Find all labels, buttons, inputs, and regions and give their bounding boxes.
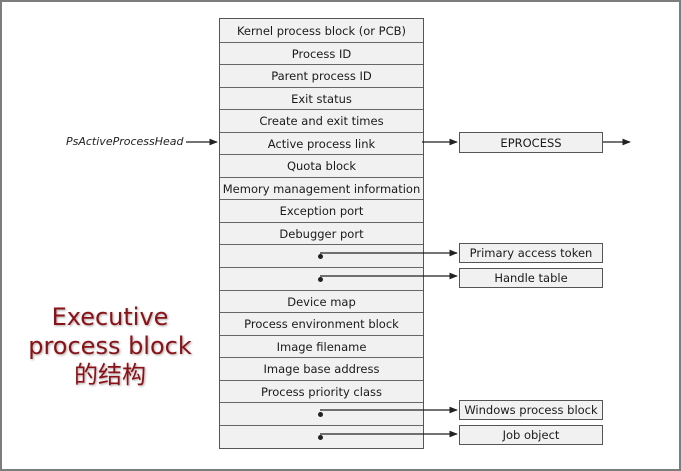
field-label: Device map (287, 294, 356, 309)
field-label: Process priority class (261, 384, 382, 399)
handle-table-box: Handle table (459, 268, 603, 288)
field-access-token-pointer (220, 244, 423, 267)
field-label: Quota block (286, 159, 357, 173)
field-label: Image base address (263, 362, 380, 376)
field-label: Image filename (276, 339, 367, 354)
job-object-box: Job object (459, 425, 603, 445)
field-label: Memory management information (222, 181, 421, 196)
field-job-object-pointer (220, 425, 423, 448)
field-debugger-port: Debugger port (220, 222, 423, 244)
primary-access-token-box: Primary access token (459, 243, 603, 263)
caption-line-2: process block (28, 332, 192, 360)
field-label: Active process link (267, 136, 376, 151)
pointer-dot-icon (318, 411, 323, 417)
field-label: Debugger port (279, 226, 364, 241)
field-label: Parent process ID (271, 69, 372, 83)
field-label: Process ID (291, 46, 352, 61)
field-memory-management-info: Memory management information (220, 177, 423, 199)
field-create-exit-times: Create and exit times (220, 109, 423, 132)
field-parent-process-id: Parent process ID (220, 64, 423, 87)
field-label: Kernel process block (or PCB) (236, 23, 407, 38)
field-handle-table-pointer (220, 267, 423, 290)
field-label: Exit status (291, 91, 352, 106)
field-label: Create and exit times (259, 114, 384, 128)
field-exception-port: Exception port (220, 199, 423, 222)
ps-active-process-head-label: PsActiveProcessHead (66, 135, 184, 148)
caption-line-3: 的结构 (74, 361, 146, 389)
box-label: Primary access token (469, 246, 593, 260)
field-label: Process environment block (244, 317, 399, 331)
pointer-dot-icon (318, 276, 323, 282)
box-label: Job object (502, 428, 560, 442)
pointer-dot-icon (318, 253, 323, 259)
diagram-caption: Executive process block 的结构 (24, 303, 196, 390)
field-windows-process-block-pointer (220, 402, 423, 425)
field-active-process-link: Active process link (220, 132, 423, 154)
field-label: Exception port (279, 204, 364, 218)
field-quota-block: Quota block (220, 154, 423, 177)
box-label: Handle table (494, 271, 568, 285)
executive-process-block: Kernel process block (or PCB) Process ID… (219, 18, 424, 449)
field-image-filename: Image filename (220, 335, 423, 357)
caption-line-1: Executive (51, 303, 169, 331)
field-process-id: Process ID (220, 42, 423, 64)
eprocess-box: EPROCESS (459, 132, 603, 153)
field-device-map: Device map (220, 290, 423, 312)
field-kernel-process-block: Kernel process block (or PCB) (220, 19, 423, 42)
field-process-environment-block: Process environment block (220, 312, 423, 335)
windows-process-block-box: Windows process block (459, 400, 603, 420)
field-image-base-address: Image base address (220, 357, 423, 380)
box-label: EPROCESS (500, 135, 562, 150)
field-exit-status: Exit status (220, 87, 423, 109)
field-process-priority-class: Process priority class (220, 380, 423, 402)
pointer-dot-icon (318, 434, 323, 440)
box-label: Windows process block (464, 403, 598, 417)
